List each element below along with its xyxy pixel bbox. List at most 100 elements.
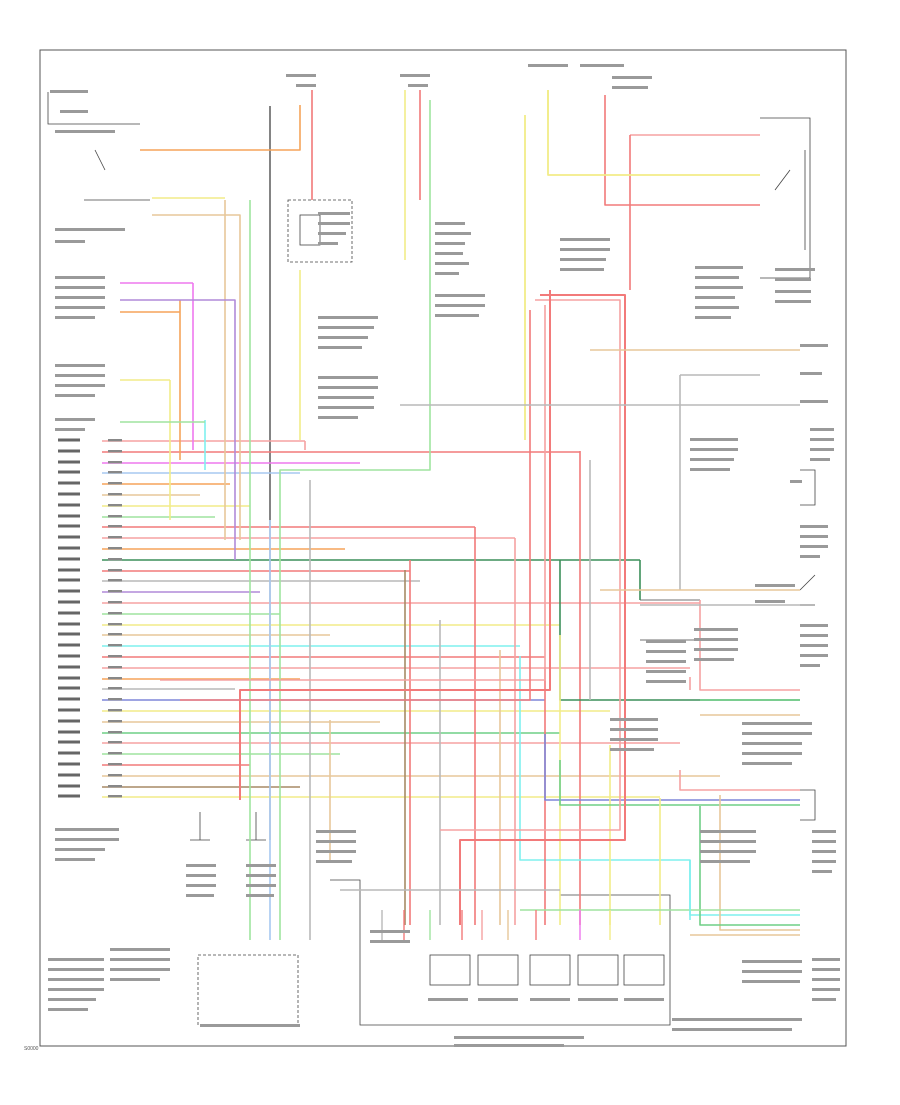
pcm-pin-number — [108, 525, 122, 528]
pcm-pin-label — [58, 460, 80, 464]
component-label — [800, 654, 828, 657]
component-label — [110, 968, 170, 971]
component-label — [694, 638, 738, 641]
component-label — [318, 232, 346, 235]
component-label — [610, 718, 658, 721]
component-label — [478, 998, 518, 1001]
component-label — [812, 860, 836, 863]
pcm-pin-label — [58, 665, 80, 669]
component-label — [435, 304, 485, 307]
wire-40 — [699, 600, 800, 691]
pcm-pin-number — [108, 677, 122, 680]
component-label — [800, 535, 828, 538]
component-label — [580, 64, 624, 67]
component-label — [435, 294, 485, 297]
component-label — [812, 830, 836, 833]
component-label — [694, 628, 738, 631]
pcm-pin-label — [58, 611, 80, 615]
component-label — [435, 242, 465, 245]
component-label — [742, 762, 792, 765]
pcm-pin-number — [108, 774, 122, 777]
component-label — [48, 978, 104, 981]
component-label — [560, 258, 606, 261]
component-label — [800, 624, 828, 627]
component-label — [800, 372, 822, 375]
pcm-pin-number — [108, 612, 122, 615]
component-label — [812, 968, 840, 971]
component-label — [700, 860, 750, 863]
pcm-pin-label — [58, 578, 80, 582]
wire-layer — [102, 90, 800, 940]
component-label — [775, 268, 815, 271]
component-label — [800, 545, 828, 548]
pcm-pin-label — [58, 546, 80, 550]
component-label — [800, 400, 828, 403]
component-label — [55, 228, 125, 231]
wire-66 — [140, 105, 301, 151]
pcm-pin-number — [108, 633, 122, 636]
component-label — [812, 850, 836, 853]
component-label — [672, 1028, 792, 1031]
wire-80 — [160, 305, 546, 681]
component-label — [790, 480, 802, 483]
wire-48 — [679, 770, 800, 791]
pcm-pin-label — [58, 654, 80, 658]
component-label — [318, 386, 378, 389]
pcm-pin-number — [108, 590, 122, 593]
micro-label-layer — [48, 64, 840, 1047]
component-label — [742, 752, 802, 755]
component-label — [695, 296, 735, 299]
component-label — [695, 276, 739, 279]
pcm-pin-number — [108, 720, 122, 723]
wire-68 — [152, 214, 241, 540]
pcm-pin-number — [108, 515, 122, 518]
pcm-pin-number — [108, 741, 122, 744]
component-label — [318, 396, 374, 399]
pcm-pin-number — [108, 731, 122, 734]
pcm-pin-number — [108, 579, 122, 582]
pcm-pin-number — [108, 785, 122, 788]
component-label — [55, 306, 105, 309]
component-label — [316, 860, 352, 863]
wire-81 — [180, 310, 531, 701]
component-label — [612, 86, 648, 89]
wire-70 — [120, 299, 236, 560]
pcm-pin-label — [58, 438, 80, 442]
wire-78 — [440, 299, 621, 831]
pcm-pin-number — [108, 623, 122, 626]
component-label — [318, 376, 378, 379]
pcm-pin-label — [58, 773, 80, 777]
component-label — [742, 742, 802, 745]
component-label — [186, 894, 214, 897]
component-label — [186, 884, 216, 887]
component-label — [110, 978, 160, 981]
component-label — [646, 650, 686, 653]
component-label — [560, 268, 604, 271]
component-label — [110, 948, 170, 951]
component-label — [60, 110, 88, 113]
component-label — [646, 670, 686, 673]
wire-52 — [279, 100, 431, 940]
pcm-pin-label — [58, 535, 80, 539]
component-label — [800, 634, 828, 637]
component-label — [775, 290, 811, 293]
component-label — [318, 222, 350, 225]
pcm-pin-number — [108, 763, 122, 766]
pcm-pin-label — [58, 730, 80, 734]
pcm-pin-label — [58, 686, 80, 690]
component-label — [612, 76, 652, 79]
pcm-pin-label — [58, 557, 80, 561]
pcm-pin-number — [108, 493, 122, 496]
component-label — [55, 848, 105, 851]
wire-79 — [239, 290, 551, 800]
pcm-pin-label — [58, 676, 80, 680]
pcm-pin-number — [108, 450, 122, 453]
component-label — [110, 958, 170, 961]
pcm-pin-number — [108, 709, 122, 712]
component-label — [812, 978, 840, 981]
pin-label-layer — [58, 438, 122, 798]
component-label — [755, 600, 785, 603]
component-label — [318, 336, 368, 339]
pcm-pin-label — [58, 697, 80, 701]
pcm-pin-label — [58, 740, 80, 744]
